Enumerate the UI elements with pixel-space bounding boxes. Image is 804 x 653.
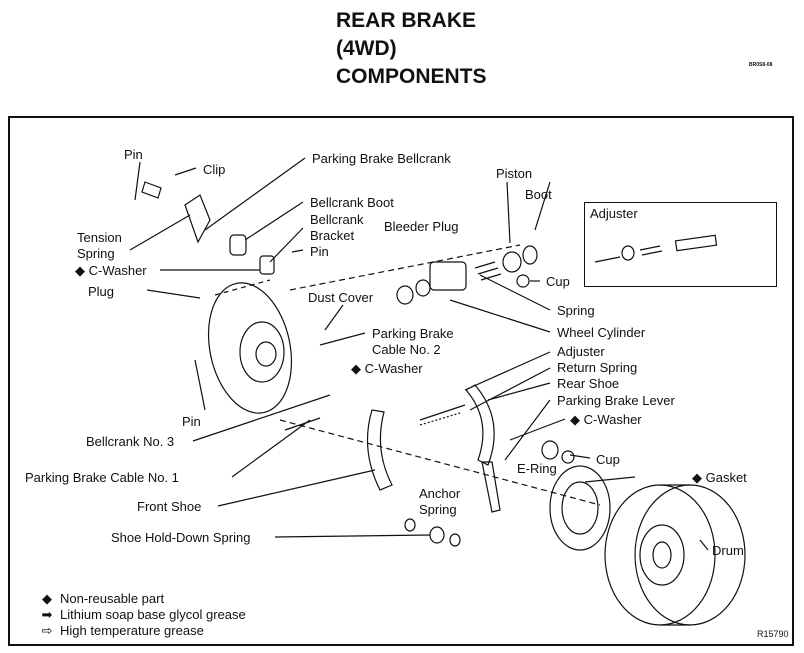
label-piston: Piston (496, 166, 533, 181)
adjuster-inset-box (584, 202, 777, 287)
label-wheel-cylinder: Wheel Cylinder (557, 325, 646, 340)
label-bleeder-plug: Bleeder Plug (384, 219, 459, 234)
label-c-washer-mid: ◆ C-Washer (351, 361, 423, 376)
label-boot: Boot (525, 187, 552, 202)
label-pin-mid: Pin (310, 244, 329, 259)
label-clip: Clip (203, 162, 226, 177)
label-cup-top: Cup (546, 274, 570, 289)
label-tension-spring-2: Spring (77, 246, 115, 261)
label-drum: Drum (712, 543, 744, 558)
label-cup-bottom: Cup (596, 452, 620, 467)
label-spring: Spring (557, 303, 595, 318)
label-parking-brake-bellcrank: Parking Brake Bellcrank (312, 151, 451, 166)
label-c-washer-left: ◆ C-Washer (75, 263, 147, 278)
title-line-1: REAR BRAKE (336, 9, 477, 32)
label-parking-brake-lever: Parking Brake Lever (557, 393, 675, 408)
diamond-icon: ◆ (42, 591, 52, 606)
label-bellcrank-bracket-1: Bellcrank (310, 212, 364, 227)
title-line-3: COMPONENTS (336, 65, 487, 88)
label-rear-shoe: Rear Shoe (557, 376, 620, 391)
legend-row-non-reusable: ◆ Non-reusable part (38, 591, 164, 606)
outline-arrow-icon: ⇨ (41, 623, 53, 638)
label-anchor-spring-2: Spring (419, 502, 457, 517)
label-tension-spring-1: Tension (77, 230, 122, 245)
label-bellcrank-no3: Bellcrank No. 3 (86, 434, 175, 449)
label-e-ring: E-Ring (517, 461, 557, 476)
label-adjuster: Adjuster (557, 344, 605, 359)
label-anchor-spring-1: Anchor (419, 486, 461, 501)
legend-row-high-temp-grease: ⇨ High temperature grease (38, 623, 204, 638)
label-return-spring: Return Spring (557, 360, 638, 375)
label-front-shoe: Front Shoe (137, 499, 202, 514)
legend-text: High temperature grease (60, 623, 204, 638)
label-dust-cover: Dust Cover (308, 290, 374, 305)
label-plug: Plug (88, 284, 115, 299)
label-pin-bottom: Pin (182, 414, 201, 429)
label-adjuster-box-title: Adjuster (590, 206, 638, 221)
figure-id: R15790 (757, 629, 789, 639)
legend-text: Non-reusable part (60, 591, 165, 606)
label-bellcrank-bracket-2: Bracket (310, 228, 355, 243)
label-parking-brake-cable-2-a: Parking Brake (372, 326, 454, 341)
label-gasket: ◆ Gasket (692, 470, 747, 485)
legend-text: Lithium soap base glycol grease (60, 607, 246, 622)
diagram-frame (8, 116, 794, 646)
legend-row-lithium-grease: ➡ Lithium soap base glycol grease (38, 607, 246, 622)
label-pin-top: Pin (124, 147, 143, 162)
label-parking-brake-cable-1: Parking Brake Cable No. 1 (25, 470, 179, 485)
title-line-2: (4WD) (336, 37, 397, 60)
document-code: BR0S8-08 (749, 62, 773, 68)
label-shoe-hold-down-spring: Shoe Hold-Down Spring (111, 530, 251, 545)
label-bellcrank-boot: Bellcrank Boot (310, 195, 394, 210)
label-c-washer-right: ◆ C-Washer (570, 412, 642, 427)
label-parking-brake-cable-2-b: Cable No. 2 (372, 342, 441, 357)
filled-arrow-icon: ➡ (41, 607, 53, 622)
